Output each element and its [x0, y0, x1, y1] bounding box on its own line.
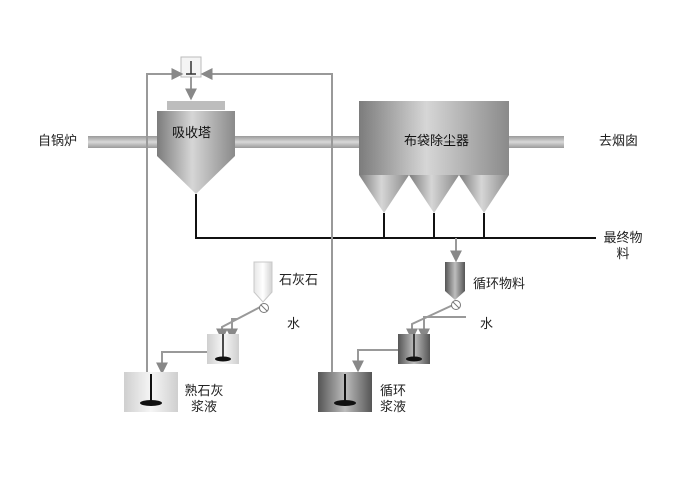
label-final-material: 最终物料 [603, 231, 643, 263]
label-from-boiler: 自锅炉 [38, 134, 78, 149]
lime-mixing-tank [207, 334, 239, 364]
label-slaked-lime-slurry: 熟石灰浆液 [184, 384, 224, 416]
bag-filter [359, 101, 509, 213]
recycle-mixing-tank [398, 334, 430, 364]
recycled-material-hopper [445, 262, 465, 310]
label-absorber: 吸收塔 [172, 126, 212, 141]
label-water-2: 水 [480, 317, 494, 332]
label-bag-filter: 布袋除尘器 [404, 134, 470, 149]
recycle-slurry-tank [318, 372, 372, 412]
absorber-tower [157, 101, 235, 194]
label-recycled-material: 循环物料 [473, 277, 526, 292]
label-recycle-slurry: 循环浆液 [379, 384, 406, 416]
label-limestone: 石灰石 [279, 273, 319, 288]
spray-nozzle [180, 56, 202, 78]
collection-lines [195, 194, 596, 239]
slaked-lime-slurry-tank [124, 372, 178, 412]
limestone-hopper [253, 261, 273, 313]
label-water-1: 水 [287, 317, 301, 332]
label-to-chimney: 去烟囱 [599, 134, 639, 149]
